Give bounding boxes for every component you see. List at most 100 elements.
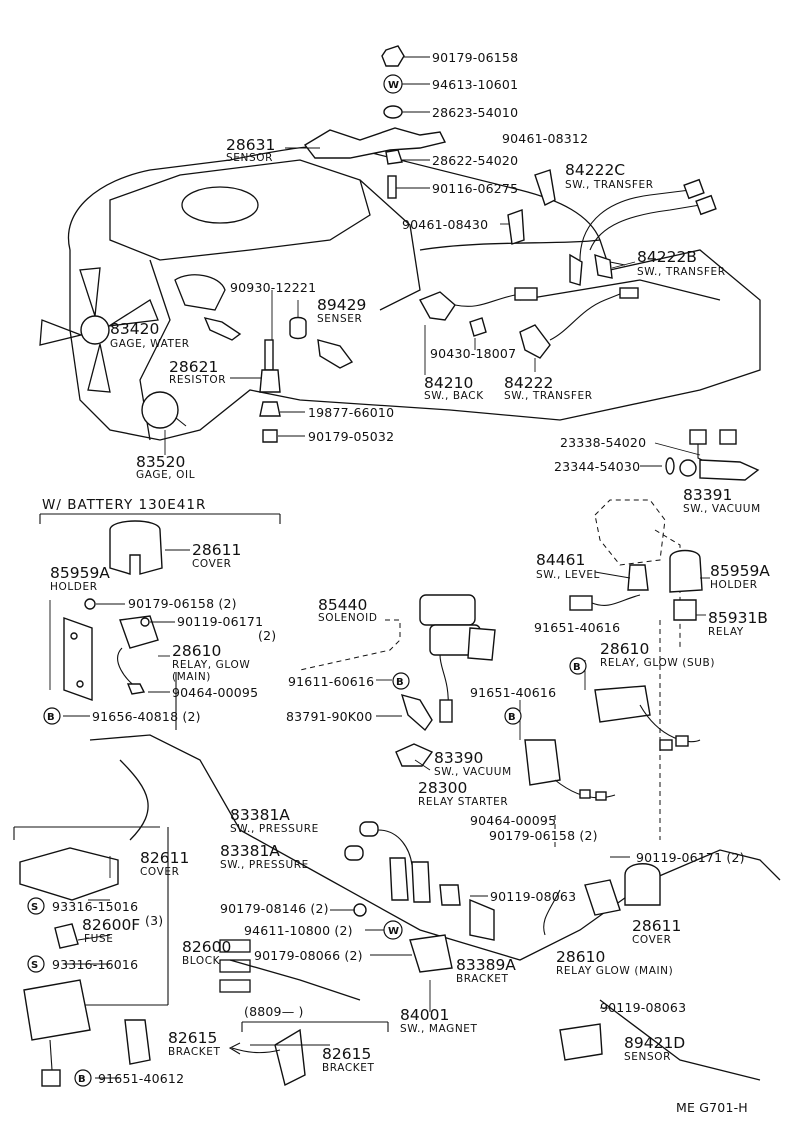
part-labels: 90179-06158 94613-10601 28623-54010 2863… (42, 50, 770, 1115)
label-p31: 85440 (318, 596, 367, 614)
right-relays-illustration (524, 549, 703, 801)
label-p55-name: BRACKET (456, 973, 509, 985)
label-p43-name: SW., PRESSURE (230, 823, 319, 835)
leaders-battery (49, 549, 190, 717)
label-p54: 90179-08066 (2) (254, 948, 363, 963)
solenoid-illustration (395, 594, 496, 767)
label-p4: 28631 (226, 136, 275, 154)
label-p53-name: BLOCK (182, 955, 221, 967)
label-p40-name: SW., VACUUM (434, 766, 512, 778)
label-p41-name: RELAY STARTER (418, 796, 508, 808)
fuse-block-parts (19, 847, 330, 1087)
label-p14: 28621 (169, 358, 218, 376)
label-p9: 90461-08430 (402, 217, 488, 232)
battery-parts-illustration (63, 520, 163, 701)
leaders-center (299, 619, 431, 771)
label-p8: 90116-06275 (432, 181, 518, 196)
label-p42: 90464-00095 (470, 813, 556, 828)
label-p27: 90119-06171 (177, 614, 263, 629)
fan-illustration (39, 267, 159, 393)
label-p30: 91656-40818 (2) (92, 709, 201, 724)
label-p12: 89429 (317, 296, 366, 314)
label-p60-name: BRACKET (168, 1046, 221, 1058)
footer-code: ME G701-H (676, 1100, 748, 1115)
label-p7-name: SW., TRANSFER (565, 179, 654, 191)
label-p47: 82611 (140, 849, 189, 867)
label-p23: 83391 (683, 486, 732, 504)
label-p44-name: SW., PRESSURE (220, 859, 309, 871)
label-p49: 93316-15016 (52, 899, 138, 914)
label-p13: 83420 (110, 320, 159, 338)
label-p40: 83390 (434, 749, 483, 767)
label-p18: 19877-66010 (308, 405, 394, 420)
label-p35: 91651-40616 (534, 620, 620, 635)
washer-symbol-2: W (388, 926, 399, 937)
label-p63: 89421D (624, 1034, 685, 1052)
label-p26: 90179-06158 (2) (128, 596, 237, 611)
label-p43: 83381A (230, 806, 290, 824)
label-p59: 90119-08063 (600, 1000, 686, 1015)
fuse-block-frame (13, 826, 169, 1006)
washer-symbol: W (388, 80, 399, 91)
label-p17-name: SW., TRANSFER (504, 390, 593, 402)
label-p29: 90464-00095 (172, 685, 258, 700)
label-p27-qty: (2) (258, 628, 276, 643)
label-p32-name: SW., LEVEL (536, 569, 600, 581)
label-p17: 84222 (504, 374, 553, 392)
label-p62: 82615 (322, 1045, 371, 1063)
label-p10: 84222B (637, 248, 697, 266)
label-p20: 83520 (136, 453, 185, 471)
label-p1: 90179-06158 (432, 50, 518, 65)
label-p61-name: SW., MAGNET (400, 1023, 478, 1035)
label-p15: 90430-18007 (430, 346, 516, 361)
label-p19: 90179-05032 (308, 429, 394, 444)
label-p58: 28610 (556, 948, 605, 966)
label-p44: 83381A (220, 842, 280, 860)
label-p12-name: SENSER (317, 313, 362, 325)
label-p33-name: HOLDER (710, 579, 758, 591)
label-p51: 90179-08146 (2) (220, 901, 329, 916)
leaders-top (285, 56, 515, 225)
label-p21: 23338-54020 (560, 435, 646, 450)
label-p24-name: COVER (192, 558, 232, 570)
label-p25-name: HOLDER (50, 581, 98, 593)
label-p37: 91611-60616 (288, 674, 374, 689)
label-p25: 85959A (50, 564, 110, 582)
label-p13-name: GAGE, WATER (110, 338, 190, 350)
bolt-symbol-2: B (396, 677, 404, 688)
label-p61: 84001 (400, 1006, 449, 1024)
label-p28-name: RELAY, GLOW (172, 659, 250, 671)
label-p32: 84461 (536, 551, 585, 569)
pressure-switches-illustration: W (344, 821, 661, 1061)
label-p48: 90119-08063 (490, 889, 576, 904)
transfer-switches-illustration (419, 169, 717, 359)
bolt-symbol-4: B (573, 662, 581, 673)
label-p31-name: SOLENOID (318, 612, 378, 624)
label-p58-name: RELAY GLOW (MAIN) (556, 965, 673, 977)
leaders-mid-top (164, 261, 636, 455)
label-p50: 82600F (82, 916, 140, 934)
battery-section-title: W/ BATTERY 130E41R (42, 497, 206, 513)
label-p64: 91651-40612 (98, 1071, 184, 1086)
bolt-symbol-5: B (78, 1074, 86, 1085)
label-p49-qty: (3) (145, 913, 163, 928)
bolt-symbol-3: B (508, 712, 516, 723)
label-p47-name: COVER (140, 866, 180, 878)
bolt-symbol-1: B (47, 712, 55, 723)
label-p24: 28611 (192, 541, 241, 559)
date-range-bracket (228, 1021, 389, 1055)
date-range-label: (8809— ) (244, 1004, 304, 1019)
battery-section-frame (39, 513, 281, 730)
label-p14-name: RESISTOR (169, 374, 226, 386)
label-p16-name: SW., BACK (424, 390, 484, 402)
label-p60: 82615 (168, 1029, 217, 1047)
label-p28: 28610 (172, 642, 221, 660)
label-p33: 85959A (710, 562, 770, 580)
top-stack-parts: W (303, 45, 447, 199)
label-p20-name: GAGE, OIL (136, 469, 195, 481)
label-p63-name: SENSOR (624, 1051, 671, 1063)
label-p3: 28623-54010 (432, 105, 518, 120)
label-p50-name: FUSE (84, 933, 113, 945)
leaders-lower-center (330, 815, 630, 1012)
